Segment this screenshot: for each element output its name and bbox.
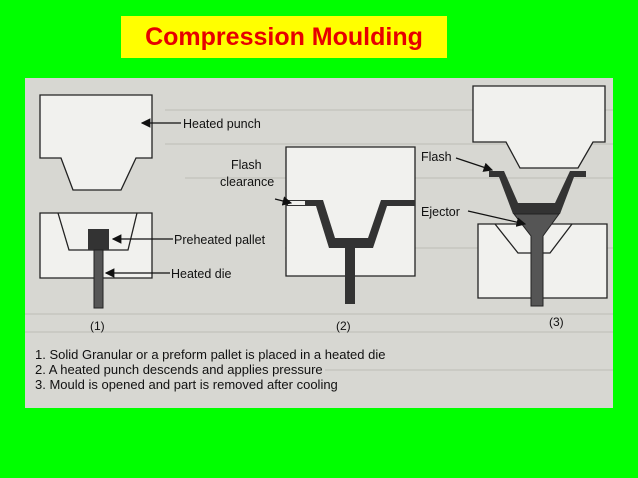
step-1-text: 1. Solid Granular or a preform pallet is… bbox=[35, 347, 385, 362]
preheated-pallet-label: Preheated pallet bbox=[174, 233, 266, 247]
title-box: Compression Moulding bbox=[121, 16, 447, 58]
ejector-arrow bbox=[467, 210, 527, 227]
stage-3-punch bbox=[472, 85, 606, 169]
stage-3-ejected-part bbox=[489, 171, 586, 214]
stage-1-punch bbox=[39, 94, 153, 191]
stage-3-number: (3) bbox=[549, 315, 564, 329]
step-2-text: 2. A heated punch descends and applies p… bbox=[35, 362, 323, 377]
stage-1-preheated-pallet bbox=[88, 229, 109, 250]
compression-moulding-diagram: Heated punch Preheated pallet Heated die… bbox=[25, 85, 613, 392]
flash-label: Flash bbox=[421, 150, 452, 164]
stage-2-number: (2) bbox=[336, 319, 351, 333]
stage-2-moulded-part bbox=[286, 200, 415, 304]
stage-2-flash-clearance-gap bbox=[288, 201, 305, 205]
step-3-text: 3. Mould is opened and part is removed a… bbox=[35, 377, 338, 392]
stage-1-ejector-rod bbox=[93, 249, 104, 309]
flash-arrow bbox=[455, 157, 494, 172]
flash-clearance-arrow bbox=[274, 196, 293, 206]
flash-clearance-label-line-2: clearance bbox=[220, 175, 274, 189]
heated-punch-label: Heated punch bbox=[183, 117, 261, 131]
stage-2-die bbox=[285, 146, 416, 277]
heated-die-label: Heated die bbox=[171, 267, 232, 281]
stage-3-ejector bbox=[512, 213, 560, 307]
stage-1-number: (1) bbox=[90, 319, 105, 333]
flash-clearance-label-line-1: Flash bbox=[231, 158, 262, 172]
diagram-panel: Heated punch Preheated pallet Heated die… bbox=[25, 78, 613, 408]
slide-title: Compression Moulding bbox=[145, 22, 423, 51]
ejector-label: Ejector bbox=[421, 205, 460, 219]
